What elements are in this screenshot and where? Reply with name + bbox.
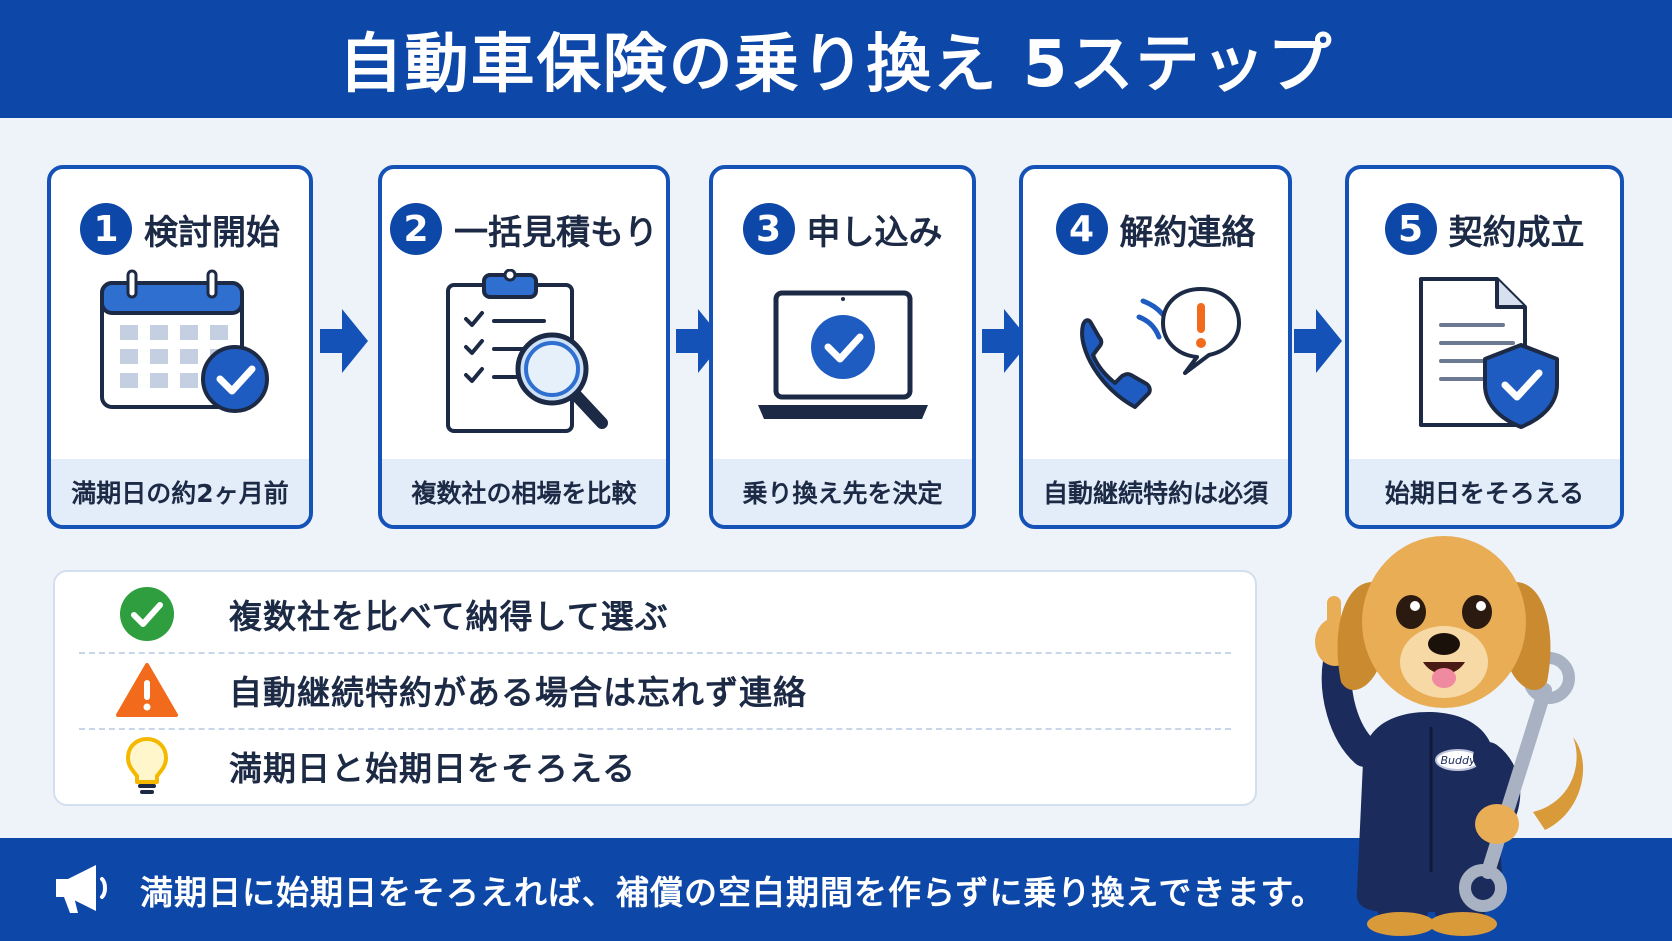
footer-message: 満期日に始期日をそろえれば、補償の空白期間を作らずに乗り換えできます。 bbox=[140, 872, 1326, 912]
step-header: 2 一括見積もり bbox=[382, 199, 666, 259]
step-title: 契約成立 bbox=[1448, 212, 1585, 253]
step-note: 満期日の約2ヶ月前 bbox=[51, 459, 309, 525]
laptop-check-icon bbox=[757, 290, 928, 419]
check-circle-icon bbox=[120, 587, 174, 641]
arrow-right-icon bbox=[320, 305, 368, 381]
arrow-right-icon bbox=[676, 305, 724, 381]
document-shield-icon bbox=[1418, 277, 1559, 429]
warning-icon bbox=[116, 663, 178, 717]
page-title: 自動車保険の乗り換え 5ステップ bbox=[338, 28, 1334, 102]
divider bbox=[79, 728, 1231, 730]
step-title: 一括見積もり bbox=[454, 212, 658, 253]
tip-text: 自動継続特約がある場合は忘れず連絡 bbox=[229, 673, 807, 712]
megaphone-icon bbox=[56, 864, 107, 913]
step-card-4: 4 解約連絡 自動継続特約は必須 bbox=[1019, 165, 1292, 529]
step-header: 3 申し込み bbox=[713, 199, 972, 259]
title-banner: 自動車保険の乗り換え 5ステップ bbox=[0, 0, 1672, 118]
divider bbox=[79, 652, 1231, 654]
step-header: 5 契約成立 bbox=[1349, 199, 1620, 259]
step-title: 解約連絡 bbox=[1119, 212, 1256, 253]
step-card-1: 1 検討開始 満期日の約2ヶ月前 bbox=[47, 165, 313, 529]
dog-mascot: Buddy bbox=[1283, 512, 1623, 941]
arrow-right-icon bbox=[1294, 305, 1342, 381]
step-number: 3 bbox=[742, 203, 795, 255]
tip-text: 満期日と始期日をそろえる bbox=[229, 749, 637, 788]
tip-item: 自動継続特約がある場合は忘れず連絡 bbox=[79, 652, 1231, 728]
step-number: 4 bbox=[1055, 203, 1108, 255]
step-header: 1 検討開始 bbox=[51, 199, 309, 259]
tip-item: 満期日と始期日をそろえる bbox=[79, 728, 1231, 804]
calendar-check-icon bbox=[100, 269, 269, 413]
arrow-right-icon bbox=[982, 305, 1030, 381]
step-note: 乗り換え先を決定 bbox=[713, 459, 972, 525]
step-card-5: 5 契約成立 始期日をそろえる bbox=[1345, 165, 1624, 529]
step-note: 始期日をそろえる bbox=[1349, 459, 1620, 525]
tip-text: 複数社を比べて納得して選ぶ bbox=[229, 597, 669, 636]
tip-item: 複数社を比べて納得して選ぶ bbox=[79, 576, 1231, 652]
mascot-badge: Buddy bbox=[1441, 754, 1476, 767]
step-card-2: 2 一括見積もり 複数社の相場を比較 bbox=[378, 165, 670, 529]
step-note: 複数社の相場を比較 bbox=[382, 459, 666, 525]
step-number: 1 bbox=[80, 203, 132, 255]
step-card-3: 3 申し込み 乗り換え先を決定 bbox=[709, 165, 976, 529]
lightbulb-icon bbox=[126, 737, 168, 794]
step-title: 検討開始 bbox=[144, 212, 280, 253]
step-title: 申し込み bbox=[806, 212, 943, 253]
step-header: 4 解約連絡 bbox=[1023, 199, 1288, 259]
step-number: 2 bbox=[390, 203, 442, 255]
step-note: 自動継続特約は必須 bbox=[1023, 459, 1288, 525]
clipboard-search-icon bbox=[446, 269, 608, 433]
phone-alert-icon bbox=[1079, 287, 1241, 409]
tips-panel: 複数社を比べて納得して選ぶ 自動継続特約がある場合は忘れず連絡 満期日と始期日を… bbox=[53, 570, 1257, 806]
step-number: 5 bbox=[1384, 203, 1437, 255]
